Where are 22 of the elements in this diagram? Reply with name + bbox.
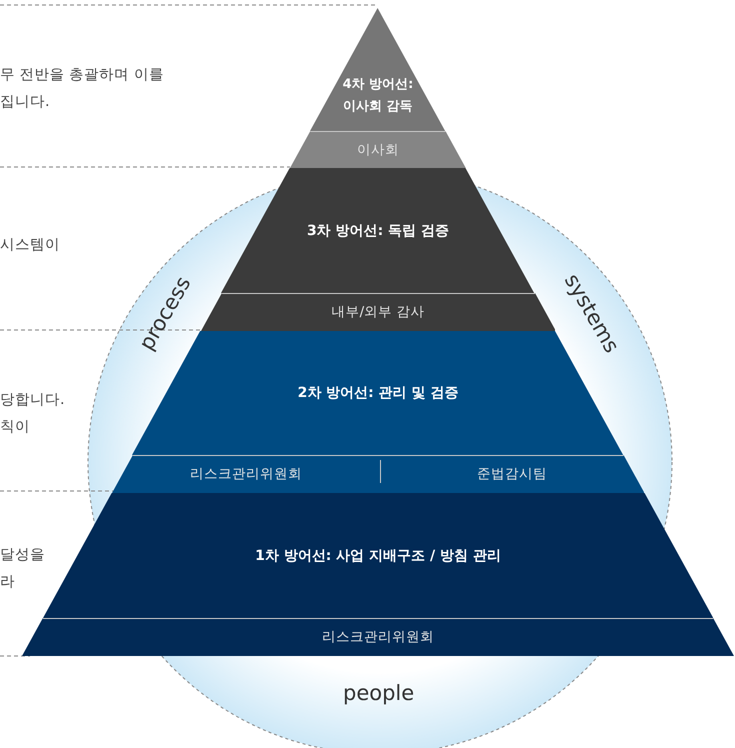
tier-heading: 2차 방어선: 관리 및 검증 [298, 384, 458, 403]
description-text: 당합니다. 칙이 [0, 391, 66, 437]
pyramid-tier [42, 493, 714, 618]
pyramid-band [112, 455, 380, 493]
description-text: 달성을 라 [0, 546, 46, 592]
pyramid-band [290, 131, 466, 168]
band-label: 이사회 [356, 140, 399, 158]
pyramid-tier [221, 168, 535, 293]
pyramid-tier [310, 8, 446, 131]
tier-heading: 4차 방어선: 이사회 감독 [342, 76, 414, 116]
band-label: 리스크관리위원회 [190, 465, 302, 483]
description-text: 무 전반을 총괄하며 이를 집니다. [0, 66, 165, 112]
band-label: 준법감시팀 [477, 465, 548, 483]
pyramid-band [380, 455, 644, 493]
tier-heading: 1차 방어선: 사업 지배구조 / 방침 관리 [255, 546, 501, 566]
band-label: 내부/외부 감사 [332, 303, 424, 321]
pyramid-band [22, 618, 734, 656]
description-text: 시스템이 [0, 236, 61, 255]
pyramid-band [200, 293, 556, 331]
tier-heading: 3차 방어선: 독립 검증 [307, 222, 449, 240]
side-label: people [343, 680, 414, 707]
band-label: 리스크관리위원회 [322, 628, 434, 646]
